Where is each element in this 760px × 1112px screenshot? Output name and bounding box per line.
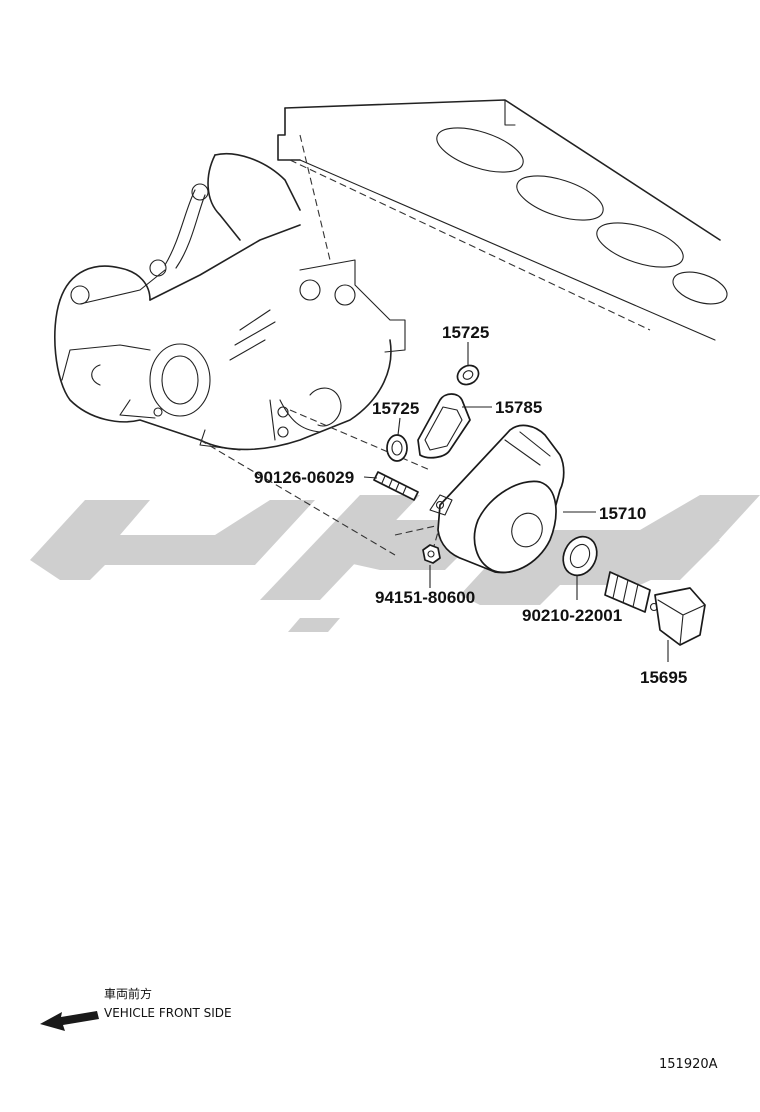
stud-part (363, 471, 419, 501)
callout-nut: 94151-80600 (375, 588, 475, 607)
engine-block (277, 99, 728, 341)
vehicle-front-indicator: 車両前方 VEHICLE FRONT SIDE (40, 986, 232, 1031)
callout-seal-upper: 15725 (442, 323, 489, 342)
callout-gasket: 15785 (495, 398, 542, 417)
direction-label-english: VEHICLE FRONT SIDE (104, 1006, 232, 1020)
left-arrow-icon (40, 1011, 99, 1031)
housing-part (429, 424, 596, 574)
gasket-part (417, 393, 492, 459)
seal-upper-part (456, 342, 480, 386)
callout-seal-lower: 15725 (372, 399, 419, 418)
direction-label-japanese: 車両前方 (104, 986, 152, 1001)
callout-washer: 90210-22001 (522, 606, 622, 625)
seal-lower-part (386, 417, 408, 462)
reference-code: 151920A (659, 1057, 718, 1072)
callout-union-bolt: 15695 (640, 668, 687, 687)
nut-part (422, 544, 441, 588)
washer-part (562, 535, 598, 600)
union-bolt-part (604, 571, 706, 662)
watermark-logo (30, 495, 760, 632)
transmission-case (54, 153, 441, 561)
callout-housing: 15710 (599, 504, 646, 523)
callout-stud: 90126-06029 (254, 468, 354, 487)
